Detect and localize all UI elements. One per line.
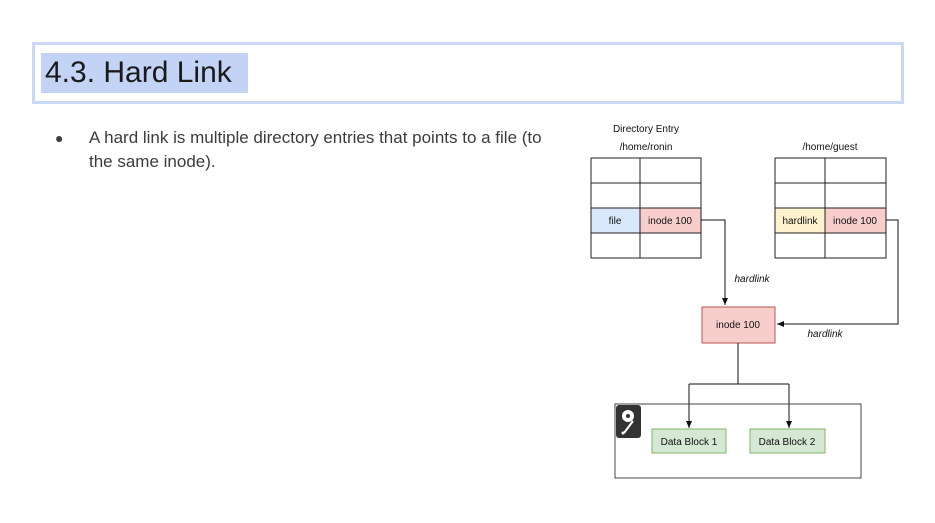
- left-file-cell: file: [609, 216, 622, 227]
- data-block-2-label: Data Block 2: [759, 437, 816, 448]
- left-table-header-line1: Directory Entry: [613, 124, 679, 135]
- left-directory-table: file inode 100: [590, 157, 702, 259]
- data-block-1: Data Block 1: [651, 428, 727, 454]
- data-block-2: Data Block 2: [749, 428, 826, 454]
- left-arrow-label: hardlink: [734, 274, 770, 285]
- left-inode-cell: inode 100: [648, 216, 692, 227]
- slide-title: 4.3. Hard Link: [45, 56, 232, 89]
- hard-disk-icon: [616, 405, 641, 438]
- inode-box: inode 100: [701, 306, 776, 344]
- inode-branch-lines: [689, 343, 789, 385]
- right-hardlink-cell-bg: [775, 208, 825, 233]
- bullet-dot: ●: [55, 130, 64, 146]
- left-table-header-line2: /home/ronin: [620, 142, 673, 153]
- left-hardlink-arrow: [701, 219, 728, 305]
- disk-container: [614, 403, 862, 479]
- bullet-item: ● A hard link is multiple directory entr…: [55, 126, 545, 174]
- right-arrow-label: hardlink: [807, 329, 843, 340]
- left-file-cell-bg: [591, 208, 640, 233]
- right-inode-cell-bg: [825, 208, 886, 233]
- right-hardlink-cell: hardlink: [782, 216, 818, 227]
- right-inode-cell: inode 100: [833, 216, 877, 227]
- title-highlight: 4.3. Hard Link: [41, 53, 248, 93]
- right-directory-table: hardlink inode 100: [774, 157, 887, 259]
- data-block-1-label: Data Block 1: [661, 437, 718, 448]
- bullet-text: A hard link is multiple directory entrie…: [89, 128, 542, 171]
- right-hardlink-arrow: [777, 219, 899, 327]
- slide-title-box: 4.3. Hard Link: [32, 42, 904, 104]
- left-inode-cell-bg: [640, 208, 701, 233]
- right-table-header: /home/guest: [802, 142, 857, 153]
- inode-box-label: inode 100: [716, 320, 760, 331]
